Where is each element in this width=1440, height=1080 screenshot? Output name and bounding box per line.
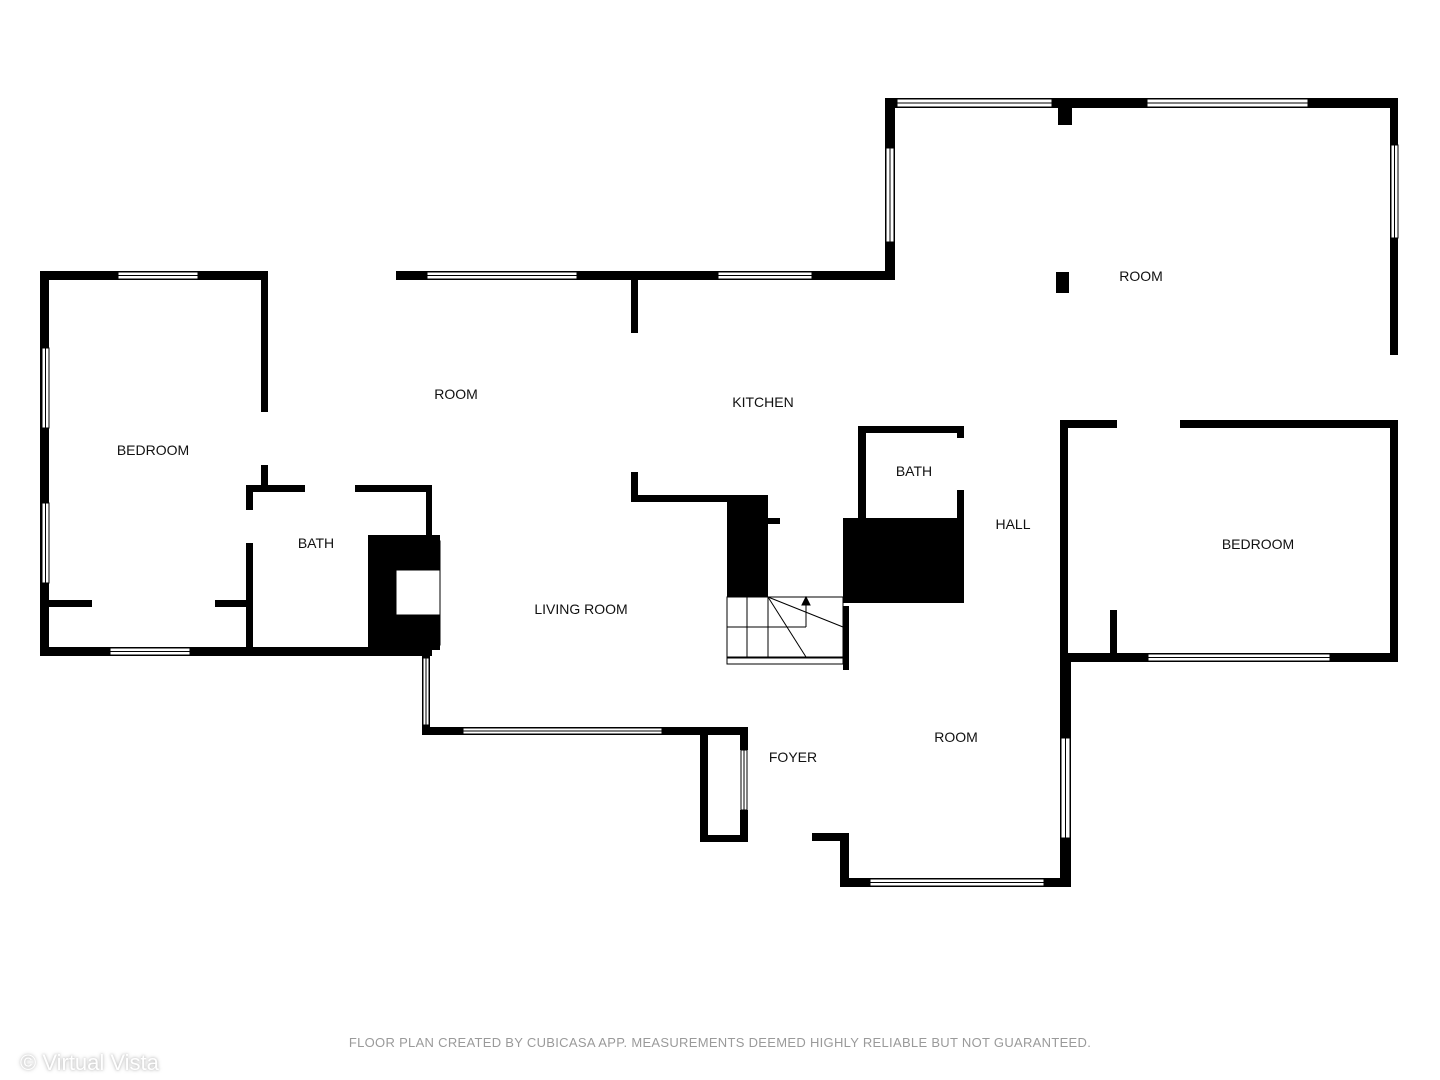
wall-segment: [700, 835, 748, 842]
wall-segment: [843, 606, 849, 670]
label-room-lower: ROOM: [934, 729, 978, 745]
label-bath-left: BATH: [298, 535, 334, 551]
disclaimer-footer: FLOOR PLAN CREATED BY CUBICASA APP. MEAS…: [348, 1035, 1092, 1050]
wall-segment: [812, 833, 849, 841]
label-room-left: ROOM: [434, 386, 478, 402]
wall-segment: [40, 600, 92, 607]
wall-segment: [631, 280, 638, 333]
wall-segment: [700, 727, 708, 842]
label-bedroom-right: BEDROOM: [1222, 536, 1294, 552]
wall-segment: [858, 426, 866, 518]
staircase: [726, 595, 844, 665]
label-foyer: FOYER: [769, 749, 817, 765]
wall-segment: [246, 543, 253, 656]
wall-segment: [740, 810, 748, 842]
wall-segment: [40, 647, 432, 656]
walls: [40, 98, 1398, 887]
wall-segment: [1056, 272, 1069, 293]
wall-segment: [246, 485, 253, 510]
wall-segment: [957, 490, 964, 518]
label-bath-center: BATH: [896, 463, 932, 479]
wall-segment: [261, 271, 268, 412]
fireplace: [368, 535, 441, 650]
wall-segment: [885, 98, 1398, 108]
wall-segment: [1058, 98, 1072, 125]
wall-segment: [768, 518, 780, 524]
wall-segment: [957, 426, 964, 438]
wall-segment: [1060, 420, 1068, 662]
wall-segment: [843, 518, 964, 603]
label-bedroom-left: BEDROOM: [117, 442, 189, 458]
windows: [41, 98, 1399, 887]
wall-segment: [396, 271, 895, 280]
wall-segment: [740, 727, 748, 750]
wall-segment: [631, 495, 768, 502]
label-kitchen: KITCHEN: [732, 394, 793, 410]
wall-segment: [40, 271, 49, 656]
wall-segment: [1390, 420, 1398, 662]
watermark-logo: © Virtual Vista: [20, 1050, 159, 1075]
wall-segment: [261, 465, 268, 490]
stair-arrow-icon: [801, 595, 811, 606]
wall-segment: [355, 485, 432, 492]
label-living-room: LIVING ROOM: [534, 601, 627, 617]
wall-segment: [1110, 610, 1117, 655]
wall-segment: [1180, 420, 1398, 428]
wall-segment: [727, 498, 768, 597]
label-room-upper-right: ROOM: [1119, 268, 1163, 284]
label-hall: HALL: [995, 516, 1030, 532]
wall-segment: [631, 472, 638, 502]
wall-segment: [1060, 420, 1117, 428]
wall-segment: [858, 426, 964, 433]
wall-segment: [426, 485, 432, 540]
wall-segment: [246, 485, 305, 492]
wall-segment: [840, 833, 849, 887]
room-labels: BEDROOM ROOM BATH KITCHEN ROOM BATH HALL…: [117, 268, 1294, 765]
wall-segment: [215, 600, 250, 607]
